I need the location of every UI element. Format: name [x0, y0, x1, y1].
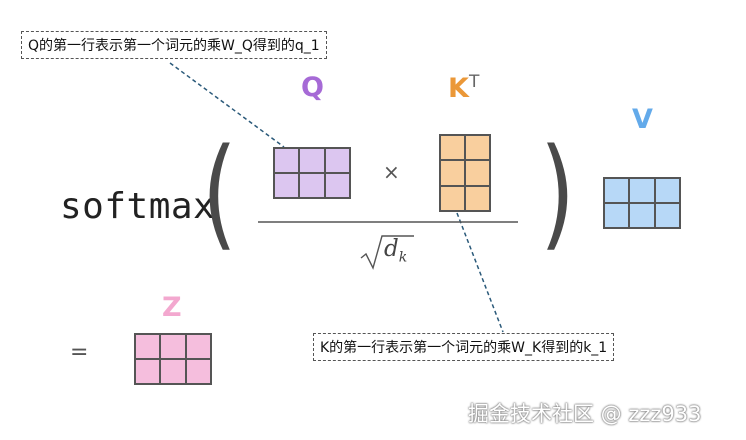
matrix-cell: [440, 185, 465, 211]
matrix-cell: [324, 173, 350, 198]
softmax-label: softmax: [60, 186, 216, 227]
matrix-cell: [654, 178, 680, 203]
q-label: Q: [301, 72, 324, 103]
sqrt-icon: [360, 235, 414, 270]
watermark: 掘金技术社区 @ zzz933: [468, 402, 702, 426]
v-label: V: [632, 104, 653, 135]
k-callout-text: K的第一行表示第一个词元的乘W_K得到的k_1: [320, 340, 608, 356]
matrix-cell: [324, 148, 350, 173]
q-leader-line: [169, 62, 285, 148]
matrix-cell: [604, 203, 630, 228]
matrix-cell: [299, 173, 325, 198]
matrix-cell: [465, 185, 490, 211]
k-callout: K的第一行表示第一个词元的乘W_K得到的k_1: [313, 333, 615, 361]
k-label-superscript: T: [468, 72, 480, 92]
z-label: Z: [162, 292, 182, 323]
q-matrix: [273, 147, 351, 199]
equals-sign: =: [70, 340, 89, 365]
right-paren: ): [539, 124, 575, 263]
q-callout: Q的第一行表示第一个词元的乘W_Q得到的q_1: [21, 31, 327, 59]
k-label: KT: [448, 72, 479, 104]
matrix-cell: [274, 148, 300, 173]
matrix-cell: [604, 178, 630, 203]
matrix-cell: [629, 203, 655, 228]
matrix-cell: [465, 160, 490, 186]
matrix-cell: [629, 178, 655, 203]
matrix-cell: [654, 203, 680, 228]
matrix-cell: [440, 160, 465, 186]
matrix-cell: [160, 334, 186, 359]
matrix-cell: [185, 334, 211, 359]
q-callout-text: Q的第一行表示第一个词元的乘W_Q得到的q_1: [28, 38, 320, 54]
matrix-cell: [274, 173, 300, 198]
left-paren: (: [201, 124, 237, 263]
matrix-cell: [135, 359, 161, 384]
matrix-cell: [299, 148, 325, 173]
k-leader-line: [456, 212, 504, 333]
sqrt-dk: dk: [384, 236, 408, 266]
matrix-cell: [160, 359, 186, 384]
matrix-cell: [135, 334, 161, 359]
k-label-letter: K: [448, 73, 469, 104]
z-matrix: [134, 333, 212, 385]
matrix-cell: [440, 135, 465, 161]
matrix-cell: [185, 359, 211, 384]
matrix-cell: [465, 135, 490, 161]
k-matrix: [439, 134, 491, 212]
v-matrix: [603, 177, 681, 229]
times-sign: ×: [383, 160, 400, 184]
